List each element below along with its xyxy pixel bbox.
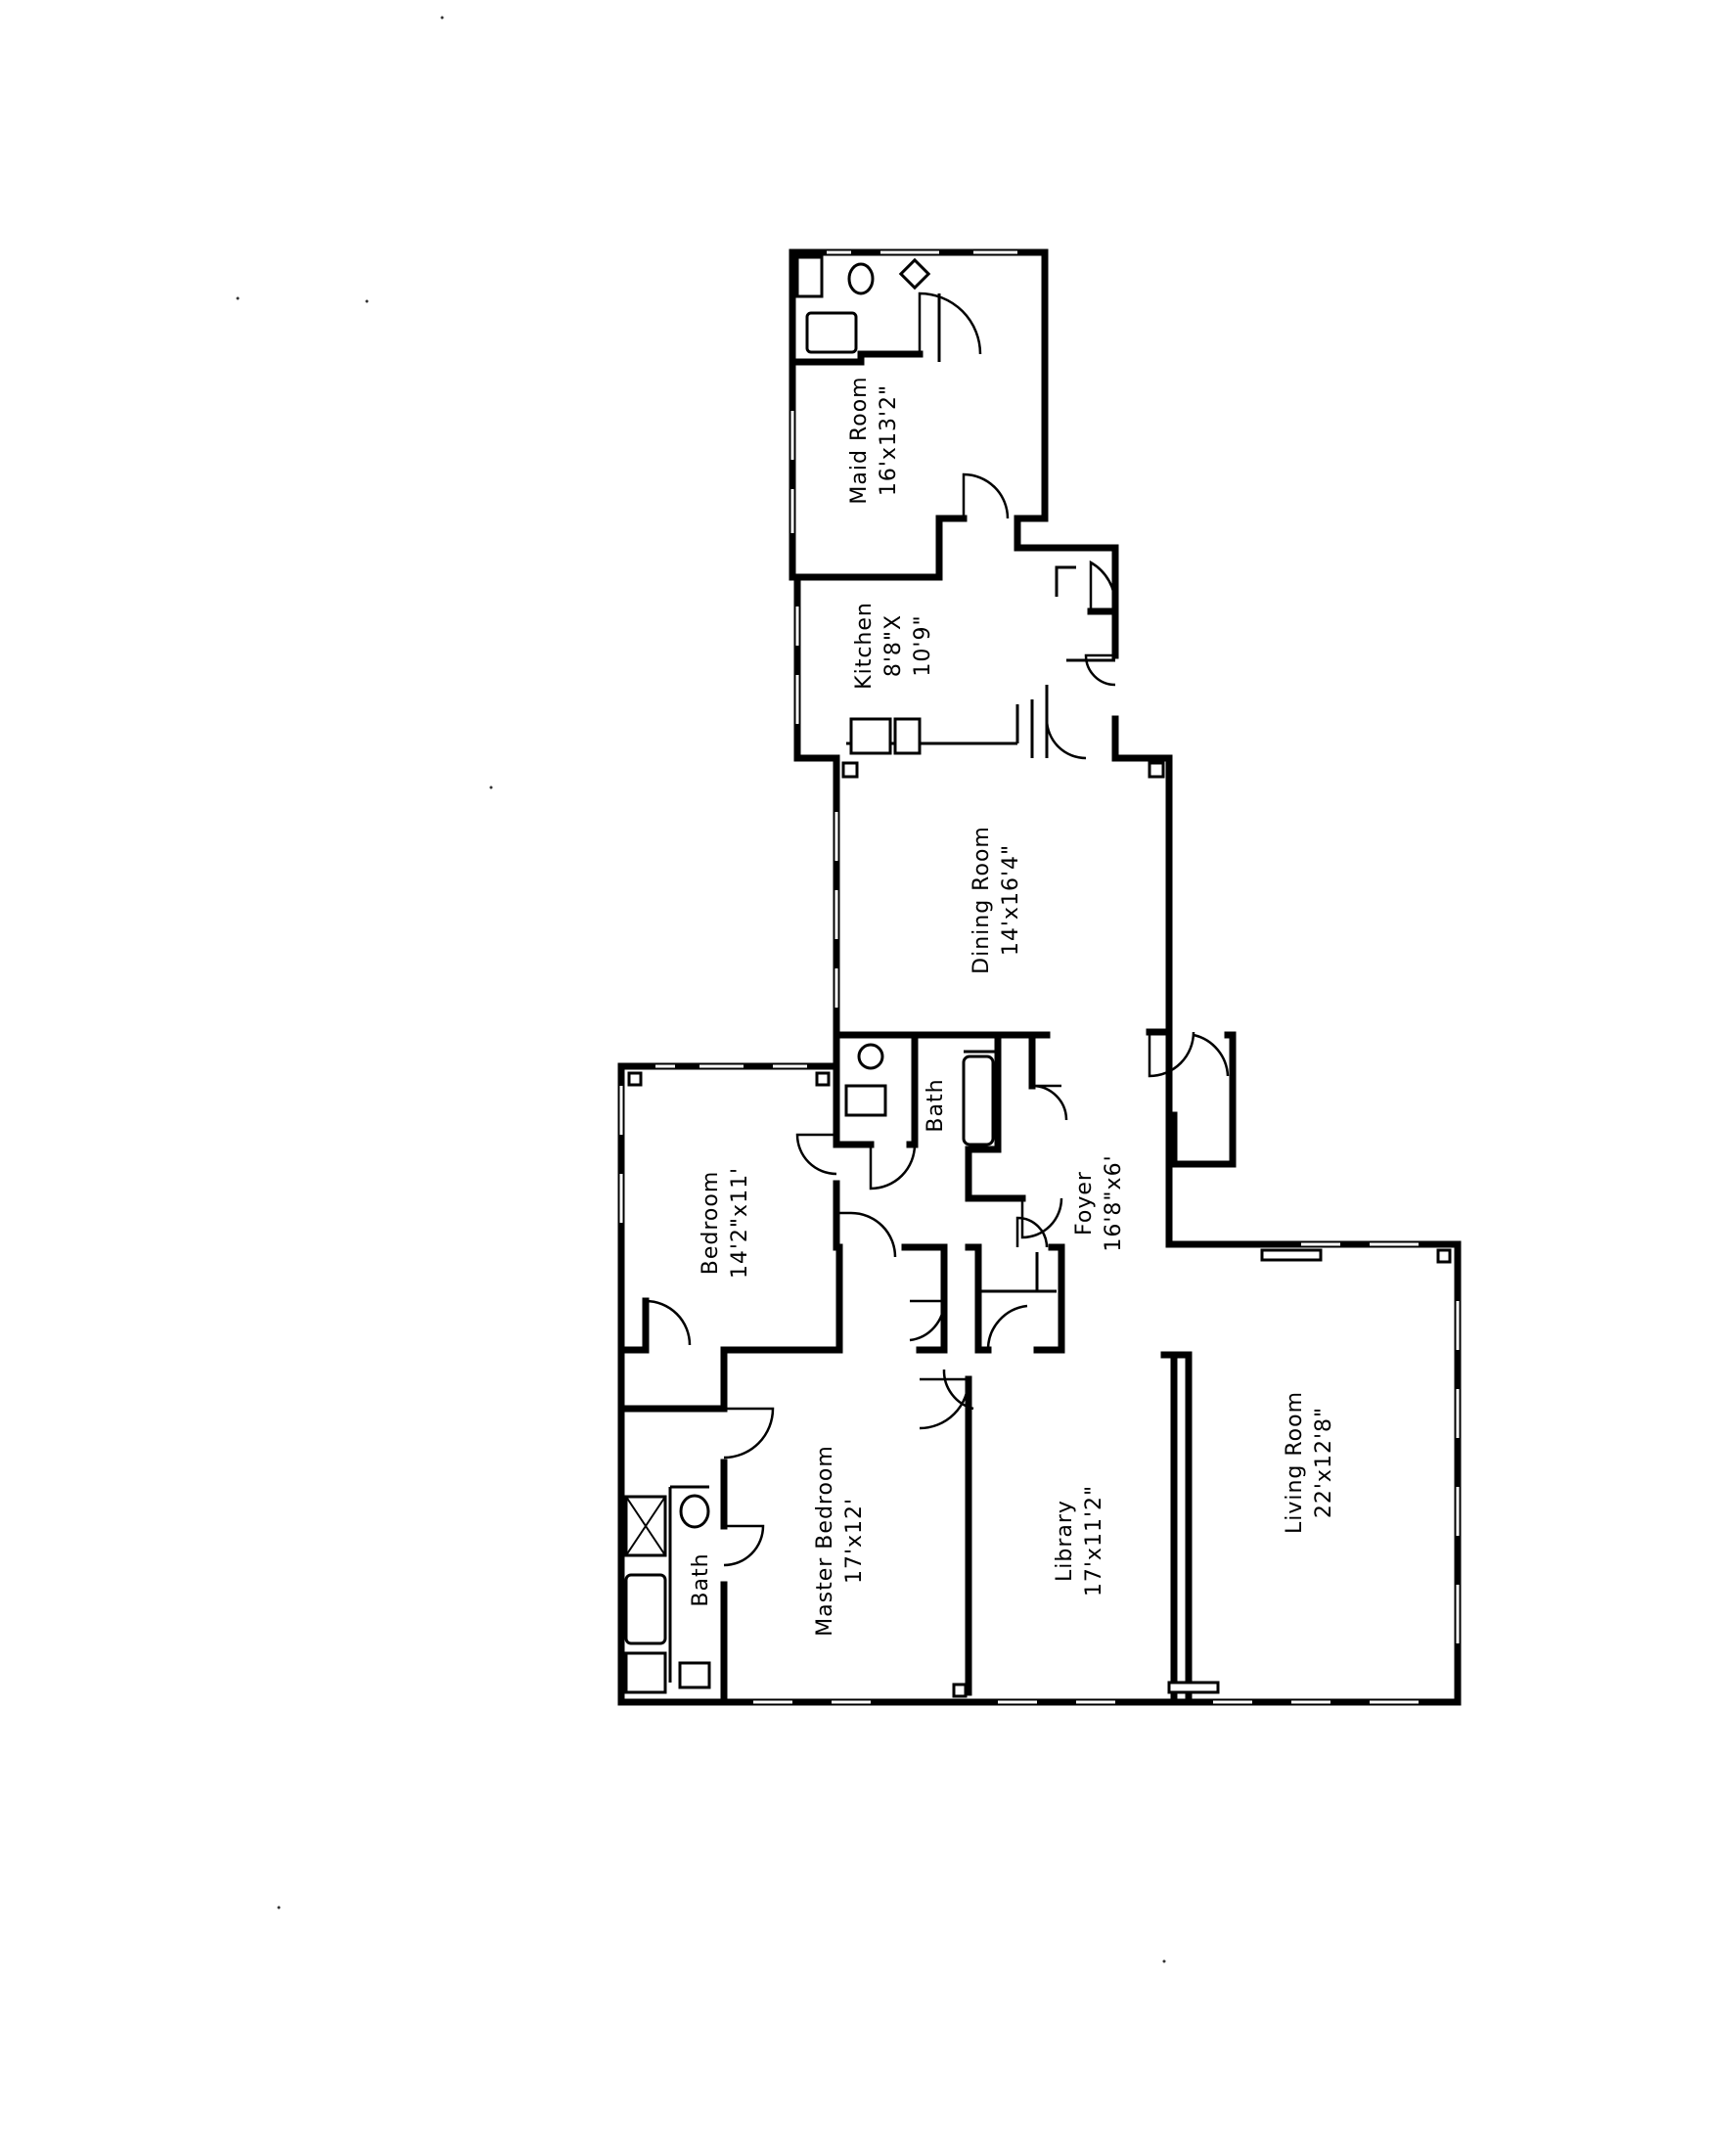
radiator: [1167, 1681, 1220, 1694]
bedroom-dims: 14'2"x11': [728, 1167, 752, 1279]
foyer-name: Foyer: [1072, 1171, 1097, 1235]
living-room-name: Living Room: [1283, 1391, 1307, 1534]
master-tub: [624, 1573, 667, 1645]
scan-specks: [236, 16, 1166, 1963]
maid-tub: [805, 311, 858, 354]
radiator: [1260, 1248, 1323, 1262]
living-room-dims: 22'x12'8": [1312, 1407, 1336, 1518]
bath-center-name: Bath: [924, 1078, 948, 1132]
center-bath-tub: [962, 1055, 995, 1146]
master-toilet: [679, 1494, 710, 1529]
maid-sink: [898, 257, 931, 291]
room-labels: Maid Room 16'x13'2" Kitchen 8'8"X 10'9" …: [689, 376, 1336, 1636]
kitchen-name: Kitchen: [852, 602, 877, 690]
bedroom-name: Bedroom: [699, 1171, 723, 1276]
center-bath-sink: [844, 1084, 887, 1117]
doors: [645, 292, 1230, 1567]
kitchen-dims-line2: 10'9": [911, 614, 935, 676]
library-name: Library: [1053, 1500, 1077, 1582]
fixtures: [624, 255, 1452, 1698]
master-vanity: [624, 1651, 667, 1694]
maid-toilet: [847, 262, 875, 295]
foyer-dims: 16'8"x6': [1102, 1154, 1126, 1251]
stove: [849, 717, 892, 755]
bath-master-name: Bath: [689, 1552, 713, 1606]
master-bedroom-name: Master Bedroom: [813, 1445, 837, 1637]
library-dims: 17'x11'2": [1082, 1485, 1106, 1596]
master-sink: [678, 1661, 711, 1689]
dining-room-dims: 14'x16'4": [999, 844, 1023, 956]
dining-room-name: Dining Room: [969, 826, 994, 974]
maids-room-dims: 16'x13'2": [877, 384, 901, 496]
maid-shower: [795, 255, 824, 298]
center-bath-toilet: [857, 1043, 884, 1070]
kitchen-sink: [893, 717, 922, 755]
maids-room-name: Maid Room: [847, 376, 872, 504]
master-bedroom-dims: 17'x12': [842, 1498, 867, 1584]
kitchen-dims-line1: 8'8"X: [881, 614, 906, 677]
windows: [619, 250, 1460, 1704]
